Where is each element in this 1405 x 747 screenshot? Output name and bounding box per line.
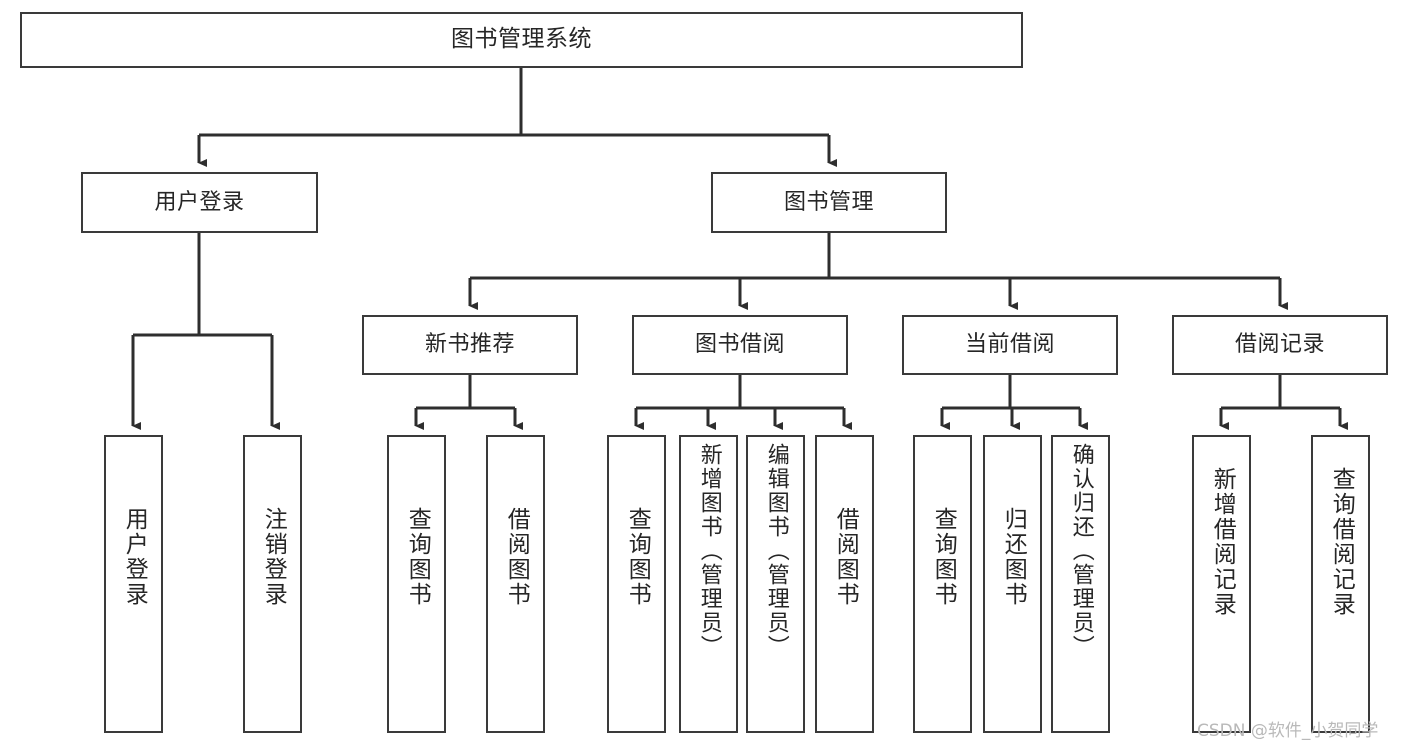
node-label: 借阅图书 <box>503 507 530 607</box>
node-label: 新增图书（管理员） <box>696 443 722 659</box>
node-label: 注销登录 <box>260 507 287 607</box>
node-label: 借阅记录 <box>1234 332 1325 358</box>
node-label: 归还图书 <box>1000 507 1027 607</box>
node-leaf-return-book[interactable]: 归还图书 <box>983 435 1042 733</box>
node-label: 查询借阅记录 <box>1328 467 1355 617</box>
node-label: 编辑图书（管理员） <box>763 443 789 659</box>
csdn-watermark: CSDN @软件_小贺同学 <box>1197 721 1379 741</box>
node-label: 新书推荐 <box>424 332 515 358</box>
node-leaf-query-book-recommend[interactable]: 查询图书 <box>387 435 446 733</box>
node-leaf-borrow-book[interactable]: 借阅图书 <box>815 435 874 733</box>
node-leaf-borrow-book-recommend[interactable]: 借阅图书 <box>486 435 545 733</box>
node-label: 新增借阅记录 <box>1209 467 1236 617</box>
node-leaf-query-borrow-record[interactable]: 查询借阅记录 <box>1311 435 1370 733</box>
node-label: 查询图书 <box>930 507 957 607</box>
node-root-system[interactable]: 图书管理系统 <box>20 12 1023 68</box>
node-label: 确认归还（管理员） <box>1068 443 1094 659</box>
node-leaf-user-logout[interactable]: 注销登录 <box>243 435 302 733</box>
node-label: 用户登录 <box>154 189 245 215</box>
node-label: 图书管理 <box>783 189 874 215</box>
node-label: 借阅图书 <box>832 507 859 607</box>
node-label: 图书管理系统 <box>451 26 592 53</box>
node-leaf-add-borrow-record[interactable]: 新增借阅记录 <box>1192 435 1251 733</box>
node-leaf-edit-book[interactable]: 编辑图书（管理员） <box>746 435 805 733</box>
node-book-manage[interactable]: 图书管理 <box>711 172 947 233</box>
node-label: 用户登录 <box>121 507 148 607</box>
node-current-borrow[interactable]: 当前借阅 <box>902 315 1118 375</box>
node-label: 图书借阅 <box>694 332 785 358</box>
node-leaf-add-book[interactable]: 新增图书（管理员） <box>679 435 738 733</box>
node-book-borrow[interactable]: 图书借阅 <box>632 315 848 375</box>
node-leaf-query-book-current[interactable]: 查询图书 <box>913 435 972 733</box>
node-user-login[interactable]: 用户登录 <box>81 172 318 233</box>
node-leaf-confirm-return[interactable]: 确认归还（管理员） <box>1051 435 1110 733</box>
node-label: 查询图书 <box>404 507 431 607</box>
node-leaf-query-book-borrow[interactable]: 查询图书 <box>607 435 666 733</box>
node-leaf-user-login[interactable]: 用户登录 <box>104 435 163 733</box>
node-new-book-recommend[interactable]: 新书推荐 <box>362 315 578 375</box>
node-borrow-record[interactable]: 借阅记录 <box>1172 315 1388 375</box>
node-label: 查询图书 <box>624 507 651 607</box>
node-label: 当前借阅 <box>964 332 1055 358</box>
